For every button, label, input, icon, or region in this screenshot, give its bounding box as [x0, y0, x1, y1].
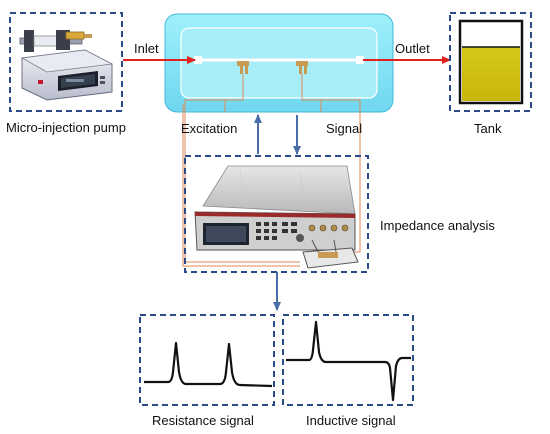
electrode-left — [237, 61, 249, 74]
resistance-panel — [139, 314, 275, 406]
impedance-analyzer-icon — [194, 165, 359, 269]
tank-label: Tank — [474, 121, 502, 136]
analyzer-panel — [184, 155, 369, 273]
resistance-signal-label: Resistance signal — [152, 413, 254, 428]
impedance-label: Impedance analysis — [380, 218, 495, 233]
resistance-signal-trace — [144, 341, 273, 388]
pump-label: Micro-injection pump — [6, 120, 126, 135]
inductive-signal-trace — [286, 320, 411, 402]
microfluidic-chip-icon — [164, 13, 394, 113]
inlet-label: Inlet — [134, 41, 159, 56]
excitation-label: Excitation — [181, 121, 237, 136]
resistance-frame — [139, 314, 275, 406]
inductive-panel — [282, 314, 414, 406]
electrode-right — [296, 61, 308, 74]
pump-panel — [9, 12, 123, 112]
pump-frame — [9, 12, 123, 112]
syringe-pump-icon — [19, 30, 114, 101]
outlet-label: Outlet — [395, 41, 430, 56]
inductive-frame — [282, 314, 414, 406]
tank-frame — [449, 12, 532, 112]
signal-label: Signal — [326, 121, 362, 136]
inductive-signal-label: Inductive signal — [306, 413, 396, 428]
tank-icon — [458, 19, 524, 105]
tank-panel — [449, 12, 532, 112]
